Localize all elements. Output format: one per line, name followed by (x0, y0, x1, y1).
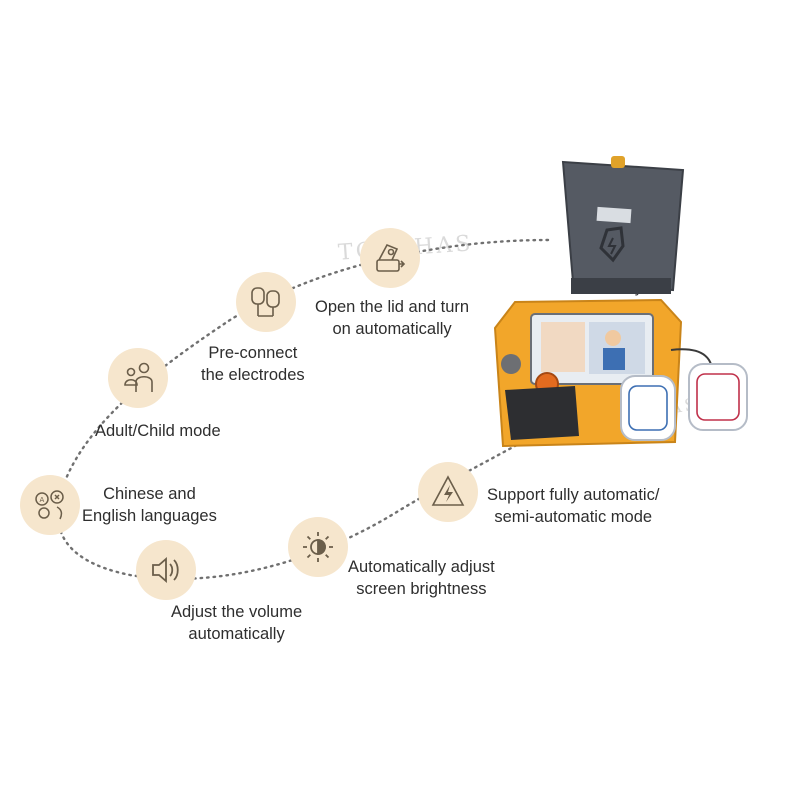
feature-shock-mode-label: Support fully automatic/ semi-automatic … (487, 486, 660, 526)
feature-lid-circle (360, 228, 420, 288)
feature-electrodes-label: Pre-connect the electrodes (201, 344, 305, 384)
aed-device-drawing: mindray (493, 156, 748, 448)
feature-brightness-label: Automatically adjust screen brightness (348, 558, 495, 598)
speaker-volume-icon (152, 557, 179, 583)
aed-device-image: mindray (475, 150, 775, 470)
feature-adult-child-label: Adult/Child mode (95, 422, 221, 440)
lightning-icon (431, 475, 465, 506)
feature-volume-label: Adjust the volume automatically (171, 603, 303, 643)
electrode-pads-icon (251, 287, 280, 317)
feature-brightness-circle (288, 517, 348, 577)
feature-languages-circle: A (20, 475, 80, 535)
feature-lid-label: Open the lid and turn on automatically (315, 298, 470, 338)
feature-adult-child-circle (108, 348, 168, 408)
feature-volume-circle (136, 540, 196, 600)
lid-open-icon (376, 243, 406, 272)
feature-languages-label: Chinese and English languages (82, 485, 217, 525)
brightness-icon (303, 532, 333, 562)
feature-shock-mode-circle (418, 462, 478, 522)
speech-bubbles-icon: A (35, 490, 64, 520)
svg-text:A: A (40, 496, 45, 504)
adult-child-icon (124, 362, 153, 392)
feature-electrodes-circle (236, 272, 296, 332)
